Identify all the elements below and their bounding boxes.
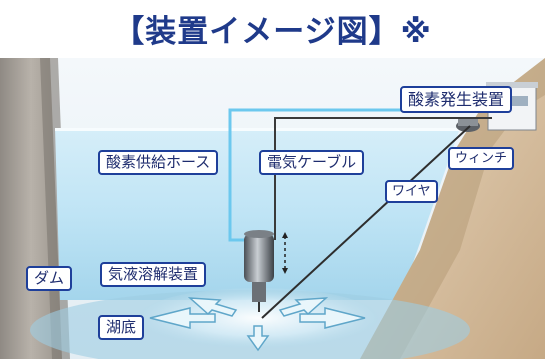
gas-liquid-dissolver-device bbox=[244, 230, 288, 312]
dispersion-arrows bbox=[149, 297, 366, 352]
label-dam: ダム bbox=[26, 266, 73, 291]
label-power-cable: 電気ケーブル bbox=[259, 150, 365, 175]
winch-unit bbox=[456, 118, 480, 132]
label-oxygen-generator: 酸素発生装置 bbox=[400, 86, 513, 113]
oxygen-supply-hose-line bbox=[228, 108, 495, 242]
label-gas-liquid-dissolver: 気液溶解装置 bbox=[100, 262, 207, 287]
label-wire: ワイヤ bbox=[385, 180, 438, 203]
power-cable-line bbox=[274, 117, 492, 240]
wire-line bbox=[261, 125, 471, 319]
label-oxygen-supply-hose: 酸素供給ホース bbox=[98, 150, 219, 175]
diagram-title: 【装置イメージ図】※ bbox=[113, 14, 432, 50]
label-winch: ウィンチ bbox=[448, 147, 515, 170]
label-lake-bottom: 湖底 bbox=[98, 315, 145, 340]
